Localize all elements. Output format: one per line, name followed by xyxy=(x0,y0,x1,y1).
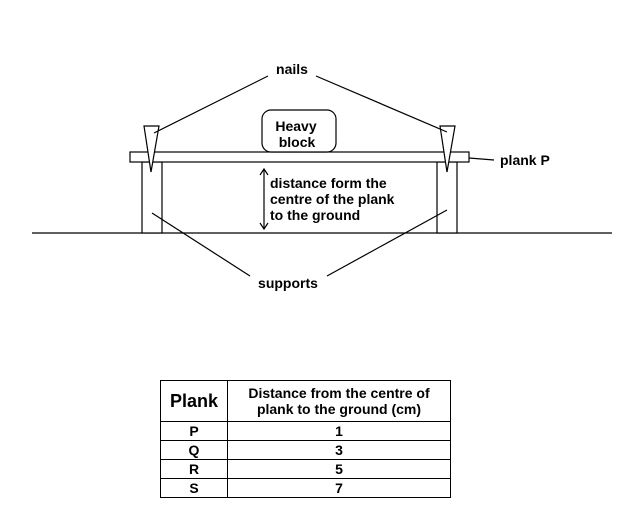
header-distance-line1: Distance from the centre of xyxy=(248,385,430,401)
cell-plank: P xyxy=(160,421,228,441)
nails-leader-right xyxy=(315,75,448,133)
supports-leader-left xyxy=(151,212,251,277)
distance-arrow-head-bottom xyxy=(259,222,269,231)
right-nail xyxy=(439,125,456,173)
left-support xyxy=(141,161,163,234)
cell-plank: R xyxy=(160,459,228,479)
cell-distance: 5 xyxy=(227,459,451,479)
distance-label-line2: centre of the plank xyxy=(270,191,395,207)
heavy-block xyxy=(261,109,337,153)
cell-distance: 1 xyxy=(227,421,451,441)
heavy-block-label-line1: Heavy xyxy=(275,118,316,134)
heavy-block-label-line2: block xyxy=(279,134,316,150)
nails-leader-left xyxy=(153,75,269,134)
table-row: P 1 xyxy=(160,421,451,441)
header-plank: Plank xyxy=(160,380,228,422)
table-header-row: Plank Distance from the centre of plank … xyxy=(160,380,451,422)
table-row: S 7 xyxy=(160,478,451,498)
left-nail xyxy=(143,125,160,173)
cell-distance: 3 xyxy=(227,440,451,460)
right-support xyxy=(436,161,458,234)
supports-leader-right xyxy=(326,209,448,277)
header-distance: Distance from the centre of plank to the… xyxy=(227,380,451,422)
cell-plank: S xyxy=(160,478,228,498)
supports-label: supports xyxy=(258,275,318,291)
header-distance-line2: plank to the ground (cm) xyxy=(256,401,422,417)
plank-leader xyxy=(468,157,495,161)
plank-label: plank P xyxy=(500,152,550,168)
cell-plank: Q xyxy=(160,440,228,460)
distance-label-line1: distance form the xyxy=(270,175,387,191)
distance-label-line3: to the ground xyxy=(270,207,360,223)
table-row: Q 3 xyxy=(160,440,451,460)
cell-distance: 7 xyxy=(227,478,451,498)
distance-arrow-head-top xyxy=(259,167,269,176)
table-row: R 5 xyxy=(160,459,451,479)
distance-table: Plank Distance from the centre of plank … xyxy=(160,380,451,498)
nails-label: nails xyxy=(276,61,308,77)
plank xyxy=(129,151,470,163)
